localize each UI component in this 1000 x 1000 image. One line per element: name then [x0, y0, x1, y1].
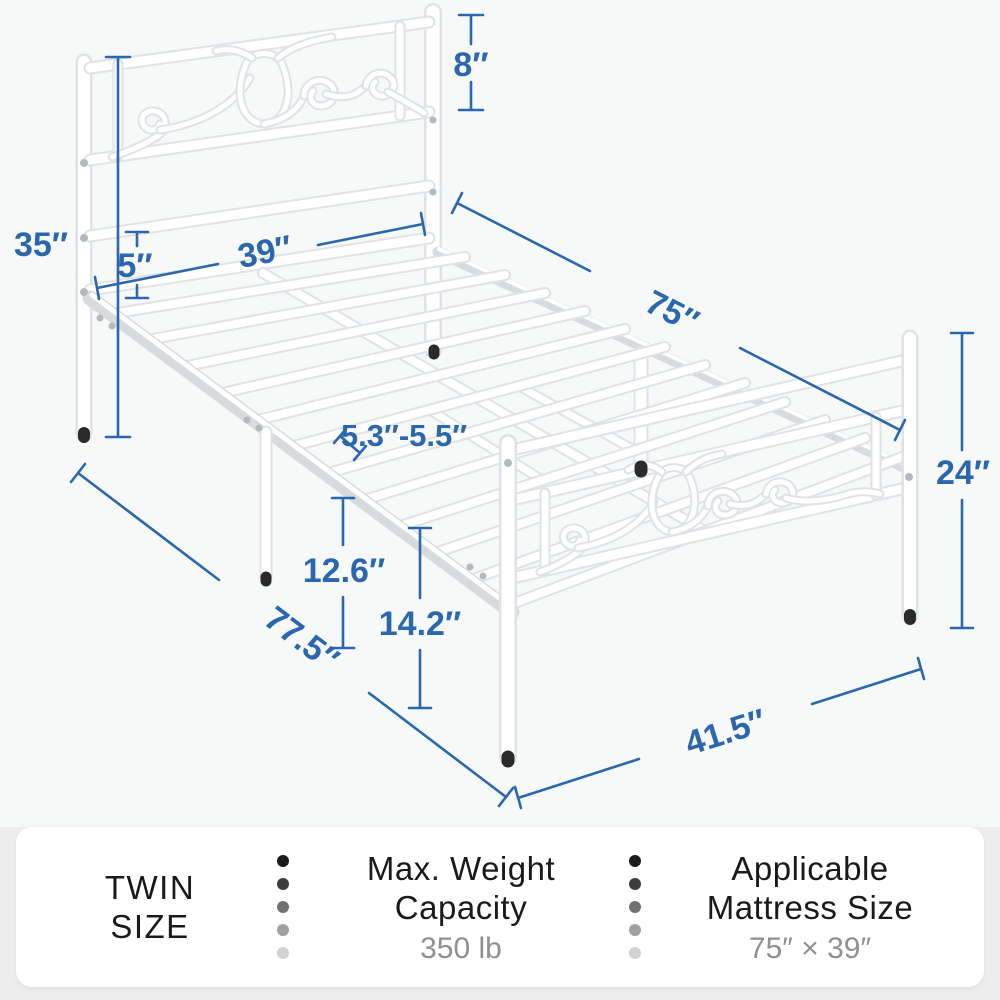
dim-platform-height — [407, 526, 433, 710]
dim-label-footboard-height: 24″ — [936, 454, 990, 492]
weight-line1: Max. Weight — [366, 849, 556, 887]
dim-label-ornament-panel-height: 8″ — [453, 46, 488, 84]
dim-label-mattress-length: 75″ — [639, 283, 704, 341]
dim-label-overall-length: 77.5″ — [257, 599, 346, 679]
dim-ornament-panel-height — [457, 13, 485, 112]
dim-label-platform-height: 14.2″ — [379, 605, 461, 643]
mattress-line1: Applicable — [731, 849, 889, 887]
dim-label-under-bed-clearance: 12.6″ — [303, 552, 385, 590]
headboard — [84, 12, 433, 433]
weight-value: 350 lb — [420, 931, 502, 965]
dim-slat-spacing — [332, 427, 368, 462]
dim-label-headboard-height: 35″ — [14, 226, 68, 264]
bed-frame-illustration — [78, 12, 916, 768]
dim-footboard-height — [949, 331, 975, 630]
dim-label-mattress-width: 39″ — [235, 228, 295, 276]
dim-overall-width — [513, 656, 926, 810]
dim-rail-gap — [124, 230, 150, 300]
mattress-value: 75″ × 39″ — [748, 931, 872, 965]
weight-line2: Capacity — [394, 888, 528, 926]
mattress-line2: Mattress Size — [706, 888, 914, 926]
foot-pads — [78, 344, 916, 768]
dim-mattress-width — [93, 211, 427, 301]
dim-headboard-height — [104, 55, 132, 439]
dim-overall-length — [69, 462, 515, 808]
divider-dots-icon — [277, 827, 289, 987]
screws — [80, 116, 913, 580]
weight-block: Max. Weight Capacity 350 lb — [367, 827, 555, 987]
mattress-block: Applicable Mattress Size 75″ × 39″ — [707, 827, 913, 987]
dim-label-slat-spacing: 5.3″-5.5″ — [341, 418, 467, 453]
dim-under-bed-clearance — [330, 496, 356, 650]
info-panel: TWIN SIZE Max. Weight Capacity 350 lb — [16, 827, 984, 987]
info-strip: TWIN SIZE Max. Weight Capacity 350 lb — [0, 827, 1000, 1000]
size-line1: TWIN — [104, 869, 196, 906]
size-block: TWIN SIZE — [105, 827, 195, 987]
dim-mattress-length — [450, 191, 907, 442]
divider-dots-icon — [629, 827, 641, 987]
bed-diagram-svg: 8″ 35″ 5″ 39″ 75″ 5.3″-5.5″ — [14, 0, 990, 810]
size-line2: SIZE — [110, 908, 190, 945]
dim-label-overall-width: 41.5″ — [681, 702, 771, 763]
